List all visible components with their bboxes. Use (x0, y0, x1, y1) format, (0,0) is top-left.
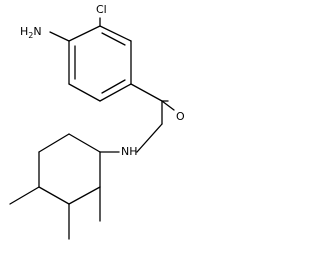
amine-n: N (33, 25, 41, 38)
cy-bond-b (38, 133, 70, 153)
ring-bond-1 (99, 25, 132, 42)
cy-bond-e (68, 186, 101, 205)
amine-h: H (20, 25, 28, 38)
amide-nh-label: NH (121, 145, 138, 158)
ring-bond-3 (99, 83, 132, 102)
ring-double-bond-1 (101, 32, 126, 46)
structure-diagram: Cl H2N O NH (9, 3, 185, 240)
bond-ring-carbonyl (130, 83, 163, 102)
bond-methyl-1 (9, 186, 40, 205)
amine-label: H2N (20, 25, 42, 40)
chlorine-label: Cl (96, 3, 107, 16)
ring-double-bond-2 (101, 79, 126, 94)
cy-bond-d (38, 186, 70, 205)
bond-ring-nh2 (49, 31, 70, 42)
cyclohexane-ring (38, 133, 101, 205)
ring-bond-6 (68, 25, 101, 42)
cy-bond-a (68, 133, 101, 153)
bond-carbonyl-o-1 (161, 100, 175, 111)
benzene-ring (68, 25, 132, 102)
bond-c-nh (136, 123, 163, 153)
carbonyl-oxygen-label: O (176, 110, 185, 123)
amine-subscript: 2 (28, 31, 33, 40)
ring-bond-4 (68, 83, 101, 102)
